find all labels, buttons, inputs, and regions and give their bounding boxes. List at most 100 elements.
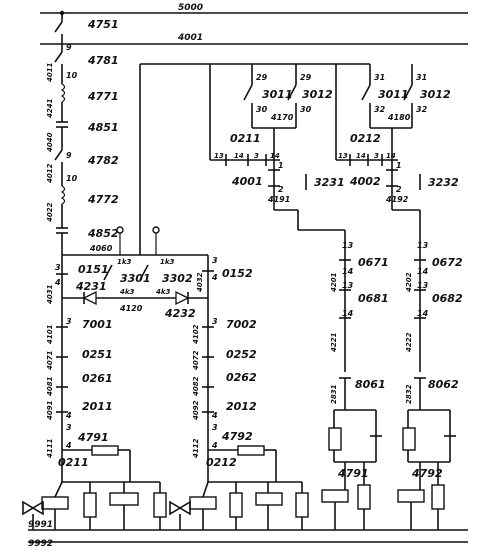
wire-4201: 4201 bbox=[330, 272, 338, 292]
chain-wire-4022: 4022 bbox=[46, 202, 54, 222]
contact-0261-label: 0261 bbox=[82, 372, 113, 385]
pin-13-d: 13 bbox=[417, 281, 429, 290]
contact-0262-label: 0262 bbox=[226, 371, 257, 384]
col-a-pin-3-a: 3 bbox=[66, 317, 72, 326]
switch-3302-blade bbox=[139, 264, 149, 281]
chain-label-4771: 4771 bbox=[87, 90, 119, 103]
wire-4081: 4081 bbox=[46, 376, 54, 396]
pin-3-right: 3 bbox=[212, 256, 218, 265]
contact-2012-label: 2012 bbox=[226, 400, 257, 413]
pin-1k3-a: 1k3 bbox=[117, 258, 132, 266]
contact-0212-right-label: 0212 bbox=[350, 132, 381, 145]
terminal-3301 bbox=[116, 226, 124, 234]
left-block: 4060 3 4 3 4 0151 0152 1k3 1k3 4k3 4k3 3… bbox=[46, 226, 253, 322]
relay-3231-label: 3231 bbox=[314, 176, 345, 189]
bus-bars: 5000 4001 9991 9992 bbox=[28, 3, 468, 549]
col-b-pin-4-b: 4 bbox=[211, 441, 218, 450]
column-b: 7002 0252 0262 2012 4792 0212 4102 4072 … bbox=[169, 317, 309, 530]
wire-4071: 4071 bbox=[46, 350, 54, 370]
valve-icon-right bbox=[169, 500, 191, 516]
contact-0671-label: 0671 bbox=[358, 256, 389, 269]
pin-13-b: 13 bbox=[342, 281, 354, 290]
resistor-col-b bbox=[237, 445, 265, 456]
wire-4092: 4092 bbox=[192, 400, 200, 420]
chain-label-4852: 4852 bbox=[87, 227, 119, 240]
resistor-a-2 bbox=[153, 492, 167, 518]
pin-1-b: 1 bbox=[396, 161, 402, 170]
wire-2831: 2831 bbox=[330, 384, 338, 404]
bus-4060-label: 4060 bbox=[89, 244, 113, 253]
col-b-pin-3-b: 3 bbox=[212, 423, 218, 432]
switch-3012-b-label: 3012 bbox=[420, 88, 451, 101]
pin-14-d: 14 bbox=[417, 309, 429, 318]
switch-pin-29-a: 29 bbox=[256, 73, 268, 82]
terminal-3302 bbox=[152, 226, 160, 234]
switch-3011-a-blade bbox=[243, 84, 253, 101]
chain-wire-4011: 4011 bbox=[46, 62, 54, 82]
coil-4792-right-label: 4792 bbox=[411, 467, 443, 480]
pin-1-a: 1 bbox=[278, 161, 284, 170]
wire-4111: 4111 bbox=[46, 438, 54, 458]
contact-0672-label: 0672 bbox=[432, 256, 463, 269]
node-4192-label: 4192 bbox=[385, 195, 409, 204]
switch-pin-32-a: 32 bbox=[374, 105, 386, 114]
switch-3301-blade bbox=[103, 264, 113, 281]
relay-4002-label: 4002 bbox=[349, 175, 381, 188]
switch-3011-b-blade bbox=[361, 84, 371, 101]
chain-wire-4012: 4012 bbox=[46, 163, 54, 183]
contact-0151-label: 0151 bbox=[78, 263, 109, 276]
node-4191-label: 4191 bbox=[267, 195, 290, 204]
valve-icon-left bbox=[22, 500, 44, 516]
wire-4102: 4102 bbox=[192, 324, 200, 344]
switch-pin-30-b: 30 bbox=[300, 105, 312, 114]
diode-4232-icon bbox=[175, 290, 190, 306]
switch-3012-a-label: 3012 bbox=[302, 88, 333, 101]
coil-4771-symbol bbox=[60, 83, 66, 103]
pin-4-left: 4 bbox=[54, 278, 61, 287]
wire-4222: 4222 bbox=[405, 332, 413, 352]
pin-2-b: 2 bbox=[396, 185, 402, 194]
coil-box-a bbox=[109, 492, 139, 506]
pin-14-b: 14 bbox=[342, 309, 354, 318]
tab-13-a: 13 bbox=[214, 152, 224, 160]
wire-4031: 4031 bbox=[46, 284, 54, 304]
contact-0152-label: 0152 bbox=[222, 267, 253, 280]
coil-box-r2 bbox=[397, 489, 425, 503]
switch-3301-label: 3301 bbox=[120, 272, 151, 285]
contact-8062-label: 8062 bbox=[428, 378, 459, 391]
contact-7002-label: 7002 bbox=[226, 318, 257, 331]
pin-3-left: 3 bbox=[55, 263, 61, 272]
wire-2832: 2832 bbox=[405, 384, 413, 404]
resistor-b-2 bbox=[295, 492, 309, 518]
resistor-r2-a bbox=[402, 427, 416, 451]
resistor-r1-b bbox=[357, 484, 371, 510]
tab-14-b: 14 bbox=[270, 152, 280, 160]
col-a-pin-4-a: 4 bbox=[65, 411, 72, 420]
coil-box-b bbox=[255, 492, 283, 506]
wire-4091: 4091 bbox=[46, 400, 54, 420]
chain-pin-9-b: 9 bbox=[66, 151, 72, 160]
bus-9991-label: 9991 bbox=[28, 520, 53, 530]
wire-4072: 4072 bbox=[192, 350, 200, 370]
bus-4001-label: 4001 bbox=[177, 33, 203, 43]
pin-13-a: 13 bbox=[342, 241, 354, 250]
bus-9992-label: 9992 bbox=[28, 539, 53, 549]
col-b-pin-4-a: 4 bbox=[211, 411, 218, 420]
pin-2-a: 2 bbox=[278, 185, 284, 194]
switch-3302-label: 3302 bbox=[162, 272, 193, 285]
contact-0211-a-label: 0211 bbox=[58, 456, 89, 469]
chain-label-4782: 4782 bbox=[87, 154, 119, 167]
relay-3232-label: 3232 bbox=[428, 176, 459, 189]
relay-4001-label: 4001 bbox=[231, 175, 263, 188]
wire-4112: 4112 bbox=[192, 438, 200, 458]
tab-13-c: 13 bbox=[338, 152, 348, 160]
pin-14-a: 14 bbox=[342, 267, 354, 276]
pin-13-c: 13 bbox=[417, 241, 429, 250]
node-4180-label: 4180 bbox=[387, 113, 411, 122]
contact-2011-label: 2011 bbox=[82, 400, 113, 413]
wire-4202: 4202 bbox=[405, 272, 413, 292]
chain-pin-9-a: 9 bbox=[66, 43, 72, 52]
chain-label-4751: 4751 bbox=[87, 18, 119, 31]
resistor-a-1 bbox=[83, 492, 97, 518]
contact-0212-b-label: 0212 bbox=[206, 456, 237, 469]
